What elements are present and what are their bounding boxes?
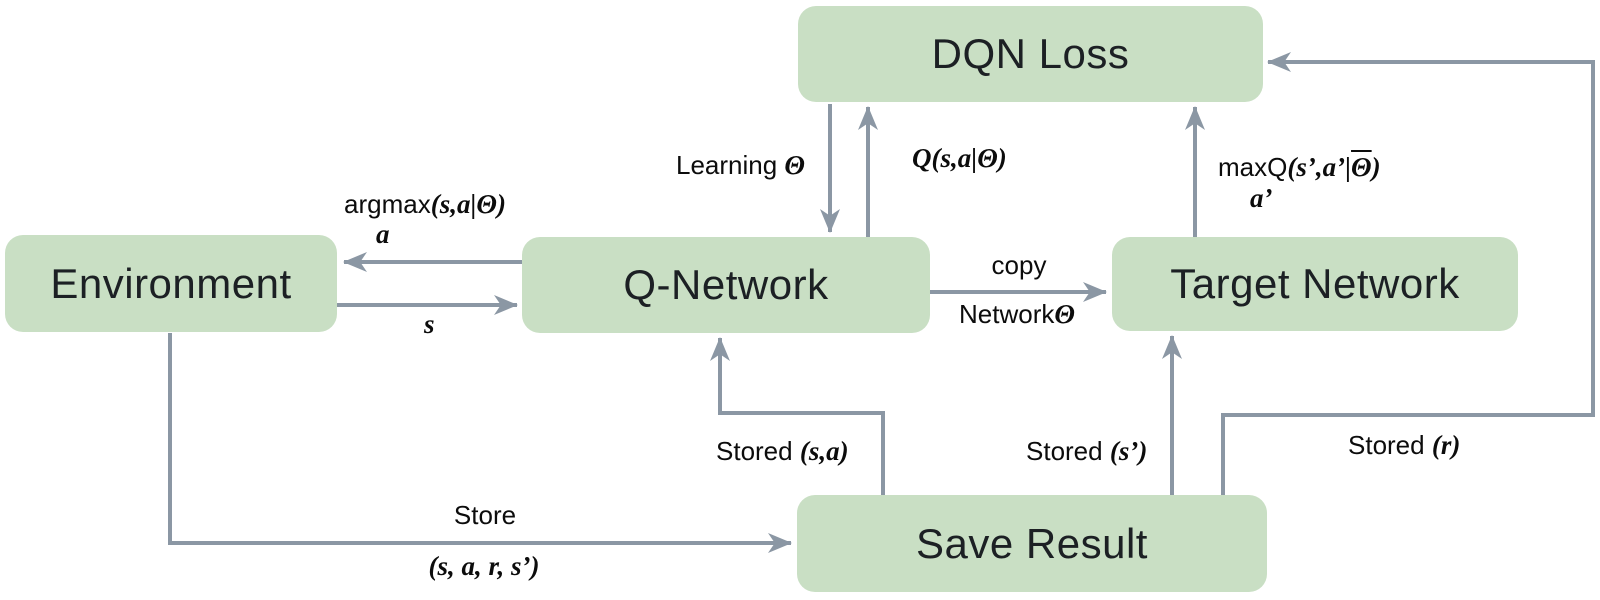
- node-label: DQN Loss: [931, 30, 1130, 77]
- stored-s-prime-plain: Stored: [1026, 436, 1110, 466]
- edge-label-store-tuple: (s, a, r, s’): [428, 551, 539, 582]
- learning-plain: Learning: [676, 150, 785, 180]
- store-tuple: (s, a, r, s’): [428, 551, 540, 581]
- edge-label-copy-network: NetworkΘ: [959, 299, 1075, 330]
- stored-sa-math: (s,a): [799, 436, 849, 466]
- learning-theta: Θ: [784, 150, 806, 180]
- q-value-math: Q(s,a|Θ): [912, 143, 1007, 173]
- maxq-fn: maxQ: [1218, 152, 1288, 182]
- node-label: Target Network: [1170, 260, 1460, 307]
- arrow-saveresult-to-dqnloss: [1221, 52, 1595, 495]
- copy-line1: copy: [991, 250, 1047, 280]
- node-save-result: Save Result: [797, 495, 1267, 592]
- edge-label-maxq-sub: a’: [1250, 183, 1273, 214]
- copy-network-plain: Network: [959, 299, 1055, 329]
- stored-r-plain: Stored: [1348, 430, 1432, 460]
- maxq-math-open: (s’,a’|: [1287, 152, 1352, 182]
- node-target-network: Target Network: [1112, 237, 1518, 331]
- node-label: Q-Network: [623, 261, 829, 308]
- argmax-fn: argmax: [344, 189, 431, 219]
- copy-network-theta: Θ: [1054, 299, 1075, 329]
- stored-s-prime-math: (s’): [1109, 436, 1148, 466]
- maxq-math-close: ): [1371, 152, 1381, 182]
- arrow-saveresult-to-qnetwork: [710, 337, 885, 495]
- stored-r-math: (r): [1431, 430, 1461, 460]
- edge-label-store: Store: [453, 500, 517, 531]
- node-label: Environment: [50, 259, 292, 307]
- edge-label-state: s: [424, 309, 435, 340]
- maxq-sub: a’: [1250, 183, 1273, 213]
- edge-label-stored-s-prime: Stored (s’): [1026, 436, 1147, 467]
- edge-label-argmax: argmax(s,a|Θ): [344, 189, 506, 220]
- argmax-sub: a: [376, 219, 390, 249]
- node-environment: Environment: [5, 235, 337, 332]
- edge-label-maxq: maxQ(s’,a’|Θ): [1218, 152, 1381, 183]
- edge-label-learning: Learning Θ: [676, 150, 805, 181]
- edge-label-argmax-sub: a: [376, 219, 390, 250]
- store-plain: Store: [453, 500, 517, 530]
- argmax-math: (s,a|Θ): [430, 189, 506, 219]
- node-q-network: Q-Network: [522, 237, 930, 333]
- state-math: s: [424, 309, 435, 339]
- arrow-environment-to-saveresult: [168, 333, 792, 553]
- edge-label-q-value: Q(s,a|Θ): [912, 143, 1007, 174]
- stored-sa-plain: Stored: [716, 436, 800, 466]
- edge-label-stored-r: Stored (r): [1348, 430, 1460, 461]
- edge-label-stored-sa: Stored (s,a): [716, 436, 849, 467]
- maxq-theta-bar: Θ: [1351, 152, 1372, 182]
- node-label: Save Result: [916, 519, 1148, 567]
- node-dqn-loss: DQN Loss: [798, 6, 1263, 102]
- edge-label-copy: copy: [991, 250, 1047, 281]
